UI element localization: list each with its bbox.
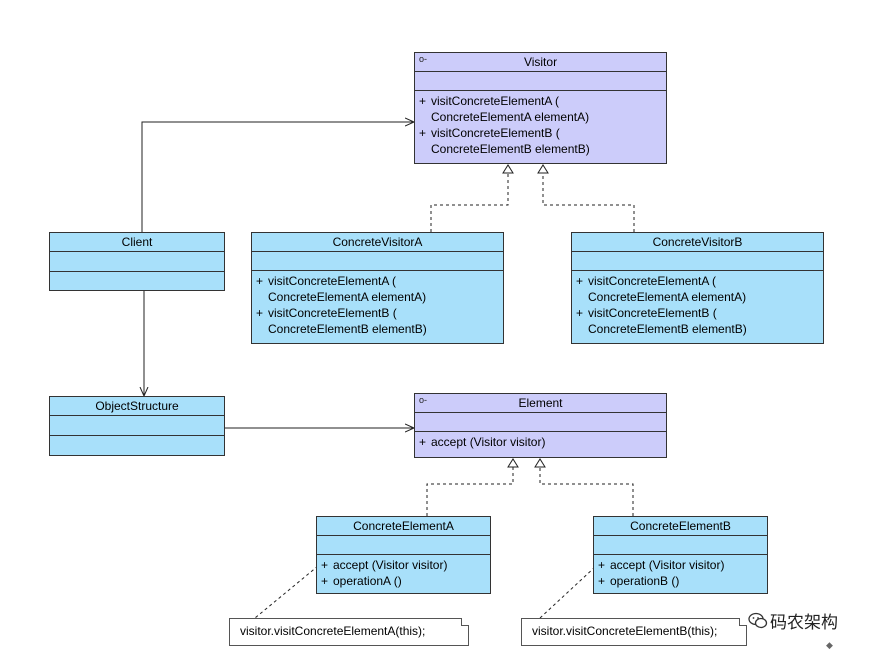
operation: + visitConcreteElementB ( ConcreteElement… [419, 125, 662, 157]
class-name: ConcreteVisitorB [652, 235, 743, 249]
class-name: ConcreteElementB [630, 519, 731, 533]
class-title: o- Element [415, 394, 666, 413]
attributes-compartment [252, 252, 503, 271]
visibility-marker: + [419, 126, 427, 140]
visibility-marker: + [576, 306, 584, 320]
operations-compartment: + visitConcreteElementA ( ConcreteElement… [415, 91, 666, 159]
small-mark: ◆ [826, 640, 833, 650]
operation-signature: visitConcreteElementB ( [431, 126, 560, 140]
note-concrete-element-a[interactable]: visitor.visitConcreteElementA(this); [229, 618, 469, 646]
note-text: visitor.visitConcreteElementB(this); [532, 624, 718, 638]
operation: + visitConcreteElementA ( ConcreteElement… [256, 273, 499, 305]
visibility-marker: + [598, 558, 606, 572]
realize-cvb-visitor [537, 164, 635, 232]
operation-signature: accept (Visitor visitor) [333, 558, 448, 572]
watermark-text: 码农架构 [770, 613, 838, 633]
note-anchor-b [539, 566, 596, 619]
operation-param: ConcreteElementA elementA) [268, 290, 427, 304]
operation: + accept (Visitor visitor) [321, 557, 486, 573]
attributes-compartment [317, 536, 490, 555]
class-title: ConcreteVisitorA [252, 233, 503, 252]
operation-param: ConcreteElementA elementA) [431, 110, 590, 124]
class-client[interactable]: Client [49, 232, 225, 291]
class-title: ConcreteElementB [594, 517, 767, 536]
attributes-compartment [415, 72, 666, 91]
operation-signature: operationB () [610, 574, 680, 588]
operation-signature: accept (Visitor visitor) [610, 558, 725, 572]
watermark: 码农架构 [748, 608, 838, 635]
visibility-marker: + [256, 274, 264, 288]
realize-cea-element [426, 458, 519, 516]
class-concrete-visitor-a[interactable]: ConcreteVisitorA + visitConcreteElementA … [251, 232, 504, 344]
class-concrete-element-a[interactable]: ConcreteElementA + accept (Visitor visito… [316, 516, 491, 594]
class-name: ConcreteElementA [353, 519, 454, 533]
operation-signature: accept (Visitor visitor) [431, 435, 546, 449]
class-visitor[interactable]: o- Visitor + visitConcreteElementA ( Conc… [414, 52, 667, 164]
operation-signature: visitConcreteElementB ( [268, 306, 397, 320]
class-name: ConcreteVisitorA [332, 235, 423, 249]
visibility-marker: + [419, 435, 427, 449]
class-object-structure[interactable]: ObjectStructure [49, 396, 225, 456]
note-text: visitor.visitConcreteElementA(this); [240, 624, 426, 638]
operation-param: ConcreteElementB elementB) [431, 142, 590, 156]
note-fold-corner [461, 618, 469, 626]
operation-param: ConcreteElementA elementA) [588, 290, 747, 304]
visibility-marker: + [321, 574, 329, 588]
class-title: ConcreteVisitorB [572, 233, 823, 252]
attributes-compartment [594, 536, 767, 555]
operation-signature: visitConcreteElementA ( [431, 94, 560, 108]
attributes-compartment [572, 252, 823, 271]
class-title: ObjectStructure [50, 397, 224, 416]
wechat-icon [748, 612, 770, 635]
operation: + operationB () [598, 573, 763, 589]
operation: + visitConcreteElementB ( ConcreteElement… [256, 305, 499, 337]
class-title: Client [50, 233, 224, 252]
assoc-client-visitor [141, 122, 414, 232]
operation: + accept (Visitor visitor) [419, 434, 662, 450]
operation: + visitConcreteElementB ( ConcreteElement… [576, 305, 819, 337]
interface-key-icon: o- [419, 54, 428, 64]
visibility-marker: + [321, 558, 329, 572]
note-anchor-a [254, 565, 319, 619]
attributes-compartment [50, 416, 224, 436]
operation-signature: visitConcreteElementA ( [588, 274, 717, 288]
operation-signature: visitConcreteElementA ( [268, 274, 397, 288]
operation-param: ConcreteElementB elementB) [268, 322, 427, 336]
operation: + operationA () [321, 573, 486, 589]
operation: + visitConcreteElementA ( ConcreteElement… [576, 273, 819, 305]
operation: + visitConcreteElementA ( ConcreteElement… [419, 93, 662, 125]
visibility-marker: + [598, 574, 606, 588]
attributes-compartment [415, 413, 666, 432]
operation-param: ConcreteElementB elementB) [588, 322, 747, 336]
operation-signature: operationA () [333, 574, 402, 588]
class-name: Element [518, 396, 563, 410]
visibility-marker: + [576, 274, 584, 288]
class-name: Client [121, 235, 153, 249]
operations-compartment: + accept (Visitor visitor) + operationA () [317, 555, 490, 591]
interface-key-icon: o- [419, 395, 428, 405]
operation-signature: visitConcreteElementB ( [588, 306, 717, 320]
class-concrete-visitor-b[interactable]: ConcreteVisitorB + visitConcreteElementA … [571, 232, 824, 344]
operations-compartment: + visitConcreteElementA ( ConcreteElement… [252, 271, 503, 339]
note-fold-corner [739, 618, 747, 626]
operations-compartment: + accept (Visitor visitor) [415, 432, 666, 452]
class-concrete-element-b[interactable]: ConcreteElementB + accept (Visitor visito… [593, 516, 768, 594]
operations-compartment: + visitConcreteElementA ( ConcreteElement… [572, 271, 823, 339]
visibility-marker: + [256, 306, 264, 320]
note-concrete-element-b[interactable]: visitor.visitConcreteElementB(this); [521, 618, 747, 646]
class-title: o- Visitor [415, 53, 666, 72]
class-title: ConcreteElementA [317, 517, 490, 536]
operation: + accept (Visitor visitor) [598, 557, 763, 573]
visibility-marker: + [419, 94, 427, 108]
operations-compartment: + accept (Visitor visitor) + operationB () [594, 555, 767, 591]
attributes-compartment [50, 252, 224, 272]
realize-cva-visitor [430, 164, 514, 232]
realize-ceb-element [534, 458, 634, 516]
class-name: Visitor [523, 55, 558, 69]
class-element[interactable]: o- Element + accept (Visitor visitor) [414, 393, 667, 458]
class-name: ObjectStructure [95, 399, 179, 413]
